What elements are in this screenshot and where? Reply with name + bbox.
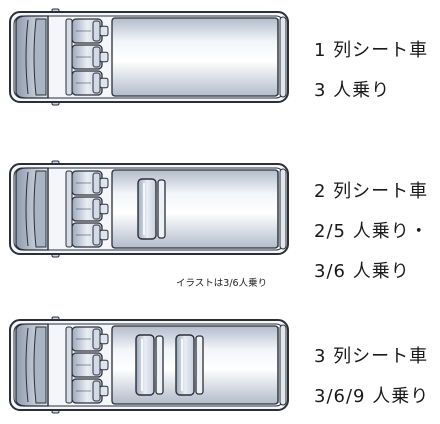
seat-icon — [71, 352, 109, 378]
cargo-area — [111, 17, 279, 97]
seat-config-label: 2 列シート車 — [314, 181, 429, 202]
capacity-label: 3 人乗り — [314, 80, 391, 101]
seat-icon — [71, 18, 109, 44]
seat-icon — [71, 170, 109, 196]
cargo-area — [111, 169, 279, 249]
seat-icon — [71, 196, 109, 222]
rear-bench-seat-icon — [175, 334, 204, 396]
rear-bench-seat-icon — [135, 334, 164, 396]
capacity-label-2: 3/6 人乗り — [314, 261, 410, 282]
van-top-view-2-row-icon — [9, 160, 289, 258]
seat-config-label: 3 列シート車 — [314, 346, 429, 367]
capacity-label: 2/5 人乗り・ — [314, 221, 429, 242]
illustration-caption: イラストは3/6人乗り — [176, 278, 268, 289]
seat-icon — [71, 70, 109, 96]
seat-icon — [71, 326, 109, 352]
van-top-view-3-row-icon — [9, 316, 289, 414]
vehicle-row-1-seat: 1 列シート車 3 人乗り — [0, 0, 440, 140]
seat-icon — [71, 222, 109, 248]
seat-icon — [71, 378, 109, 404]
seat-icon — [71, 44, 109, 70]
capacity-label: 3/6/9 人乗り — [314, 386, 430, 407]
van-top-view-1-row-icon — [9, 8, 289, 106]
vehicle-row-3-seat: 3 列シート車 3/6/9 人乗り — [0, 305, 440, 424]
seat-config-label: 1 列シート車 — [314, 40, 429, 61]
rear-bench-seat-icon — [137, 178, 166, 240]
vehicle-row-2-seat: イラストは3/6人乗り 2 列シート車 2/5 人乗り・ 3/6 人乗り — [0, 140, 440, 305]
